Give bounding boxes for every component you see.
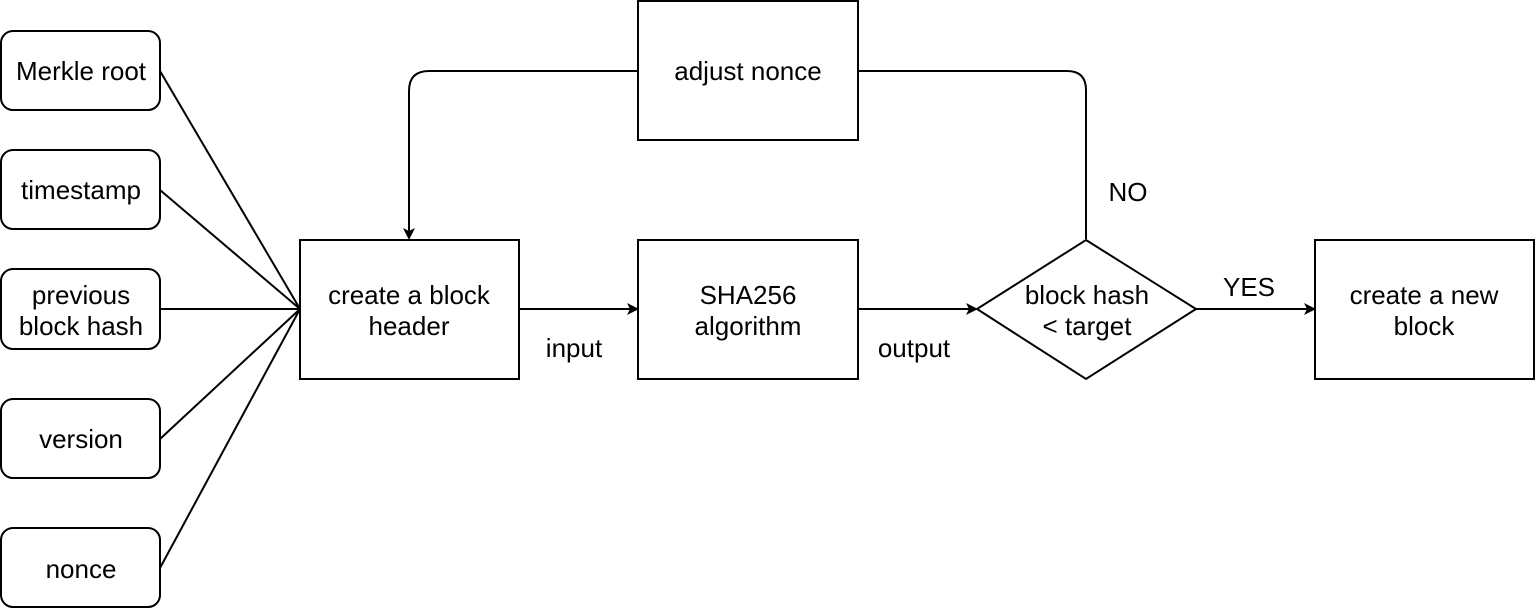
create-new-block-label-line1: create a new <box>1350 280 1499 310</box>
nonce-node: nonce <box>0 527 161 608</box>
sha256-node: SHA256 algorithm <box>637 239 859 380</box>
block-hash-check-label-line1: block hash <box>1025 280 1149 310</box>
edge-label-yes: YES <box>1223 272 1275 302</box>
adjust-nonce-node: adjust nonce <box>637 0 859 141</box>
input-connectors <box>159 70 301 569</box>
version-node: version <box>0 398 161 479</box>
edge-merkle-root-to-header <box>159 70 301 310</box>
previous-block-hash-label-line1: previous <box>32 280 130 310</box>
edge-label-no: NO <box>1109 177 1148 207</box>
sha256-label-line2: algorithm <box>695 311 802 341</box>
create-block-header-label-line1: create a block <box>328 280 491 310</box>
adjust-nonce-label: adjust nonce <box>674 56 821 86</box>
create-new-block-node: create a new block <box>1314 239 1535 380</box>
create-new-block-label-line2: block <box>1394 311 1456 341</box>
sha256-label-line1: SHA256 <box>700 280 797 310</box>
version-label: version <box>39 424 123 454</box>
edge-timestamp-to-header <box>159 189 301 310</box>
timestamp-label: timestamp <box>21 175 141 205</box>
create-block-header-node: create a block header <box>299 239 520 380</box>
edge-label-input: input <box>546 333 603 363</box>
edge-adjust-nonce-to-header <box>403 70 638 240</box>
block-hash-check-node: block hash < target <box>975 238 1198 381</box>
previous-block-hash-node: previous block hash <box>0 268 161 350</box>
merkle-root-node: Merkle root <box>0 30 161 111</box>
create-block-header-label-line2: header <box>369 311 450 341</box>
merkle-root-label: Merkle root <box>16 56 147 86</box>
timestamp-node: timestamp <box>0 149 161 230</box>
edge-version-to-header <box>159 308 301 440</box>
edge-check-to-adjust-nonce <box>858 70 1087 239</box>
edge-label-output: output <box>878 333 951 363</box>
edge-nonce-to-header <box>159 308 301 569</box>
nonce-label: nonce <box>46 554 117 584</box>
previous-block-hash-label-line2: block hash <box>19 311 143 341</box>
block-hash-check-label-line2: < target <box>1043 311 1133 341</box>
